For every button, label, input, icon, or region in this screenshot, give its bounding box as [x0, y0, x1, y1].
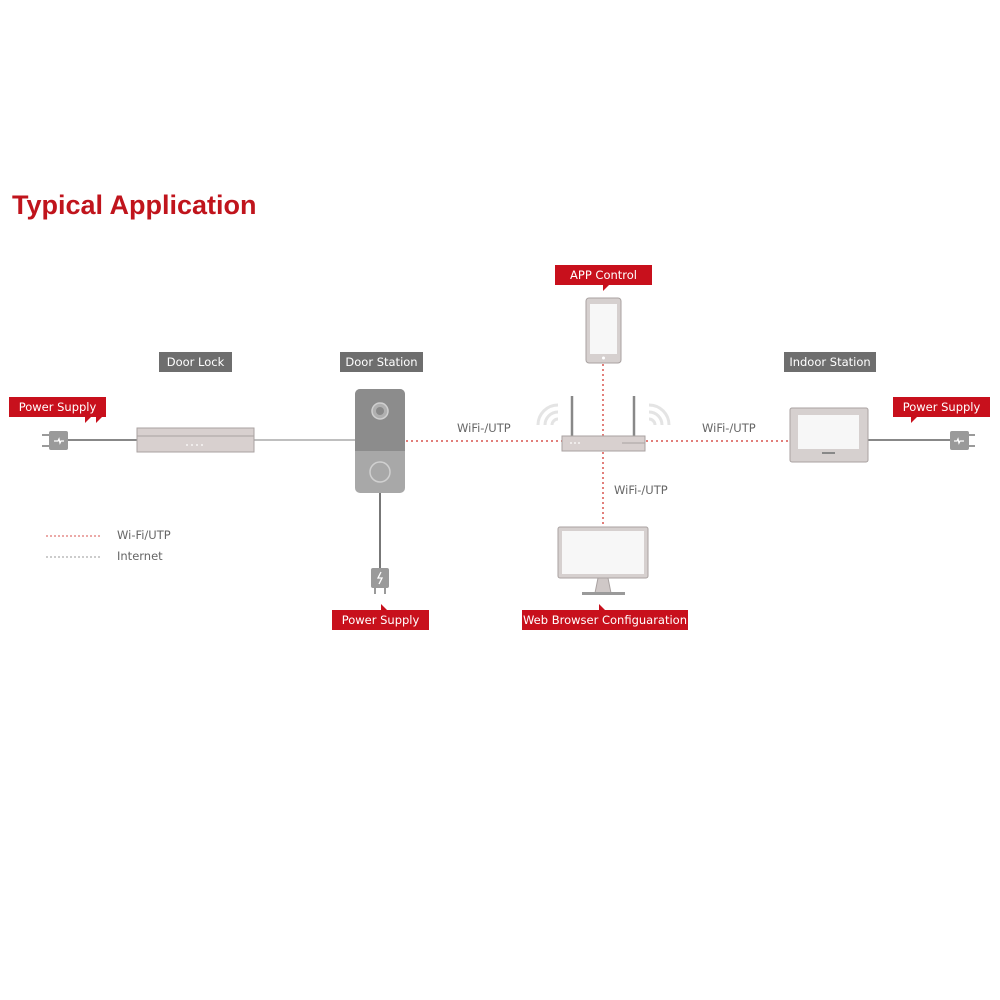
- link-label-router-pc: WiFi-/UTP: [614, 483, 668, 497]
- wifi-signal-icon-left: [536, 403, 559, 426]
- legend-wifi-label: Wi-Fi/UTP: [117, 528, 171, 542]
- plug-icon-left: [42, 431, 68, 450]
- plug-icon-right: [950, 431, 975, 450]
- power-supply-text: Power Supply: [902, 400, 981, 414]
- door-station-device: [355, 389, 405, 493]
- power-supply-label-left: Power Supply: [9, 397, 106, 423]
- smartphone-device: [585, 297, 622, 364]
- web-browser-text: Web Browser Configuaration: [522, 613, 688, 627]
- door-station-label: Door Station: [340, 352, 423, 372]
- plug-icon-bottom: [371, 568, 389, 594]
- power-supply-label-right: Power Supply: [893, 397, 990, 423]
- indoor-station-device: [789, 407, 869, 463]
- app-control-label: APP Control: [555, 265, 652, 291]
- power-supply-text: Power Supply: [18, 400, 97, 414]
- app-control-text: APP Control: [570, 268, 637, 282]
- link-label-router-indoor: WiFi-/UTP: [702, 421, 756, 435]
- web-browser-config-label: Web Browser Configuaration: [522, 604, 688, 630]
- legend-internet-label: Internet: [117, 549, 163, 563]
- link-label-door-router: WiFi-/UTP: [457, 421, 511, 435]
- desktop-monitor-device: [557, 526, 649, 595]
- router-device: [561, 396, 646, 452]
- indoor-station-label: Indoor Station: [784, 352, 876, 372]
- wifi-signal-icon-right: [648, 403, 671, 426]
- door-lock-device: [136, 427, 255, 453]
- power-supply-label-bottom: Power Supply: [332, 604, 429, 630]
- page-title: Typical Application: [12, 190, 257, 220]
- power-supply-text: Power Supply: [341, 613, 420, 627]
- door-lock-label: Door Lock: [159, 352, 232, 372]
